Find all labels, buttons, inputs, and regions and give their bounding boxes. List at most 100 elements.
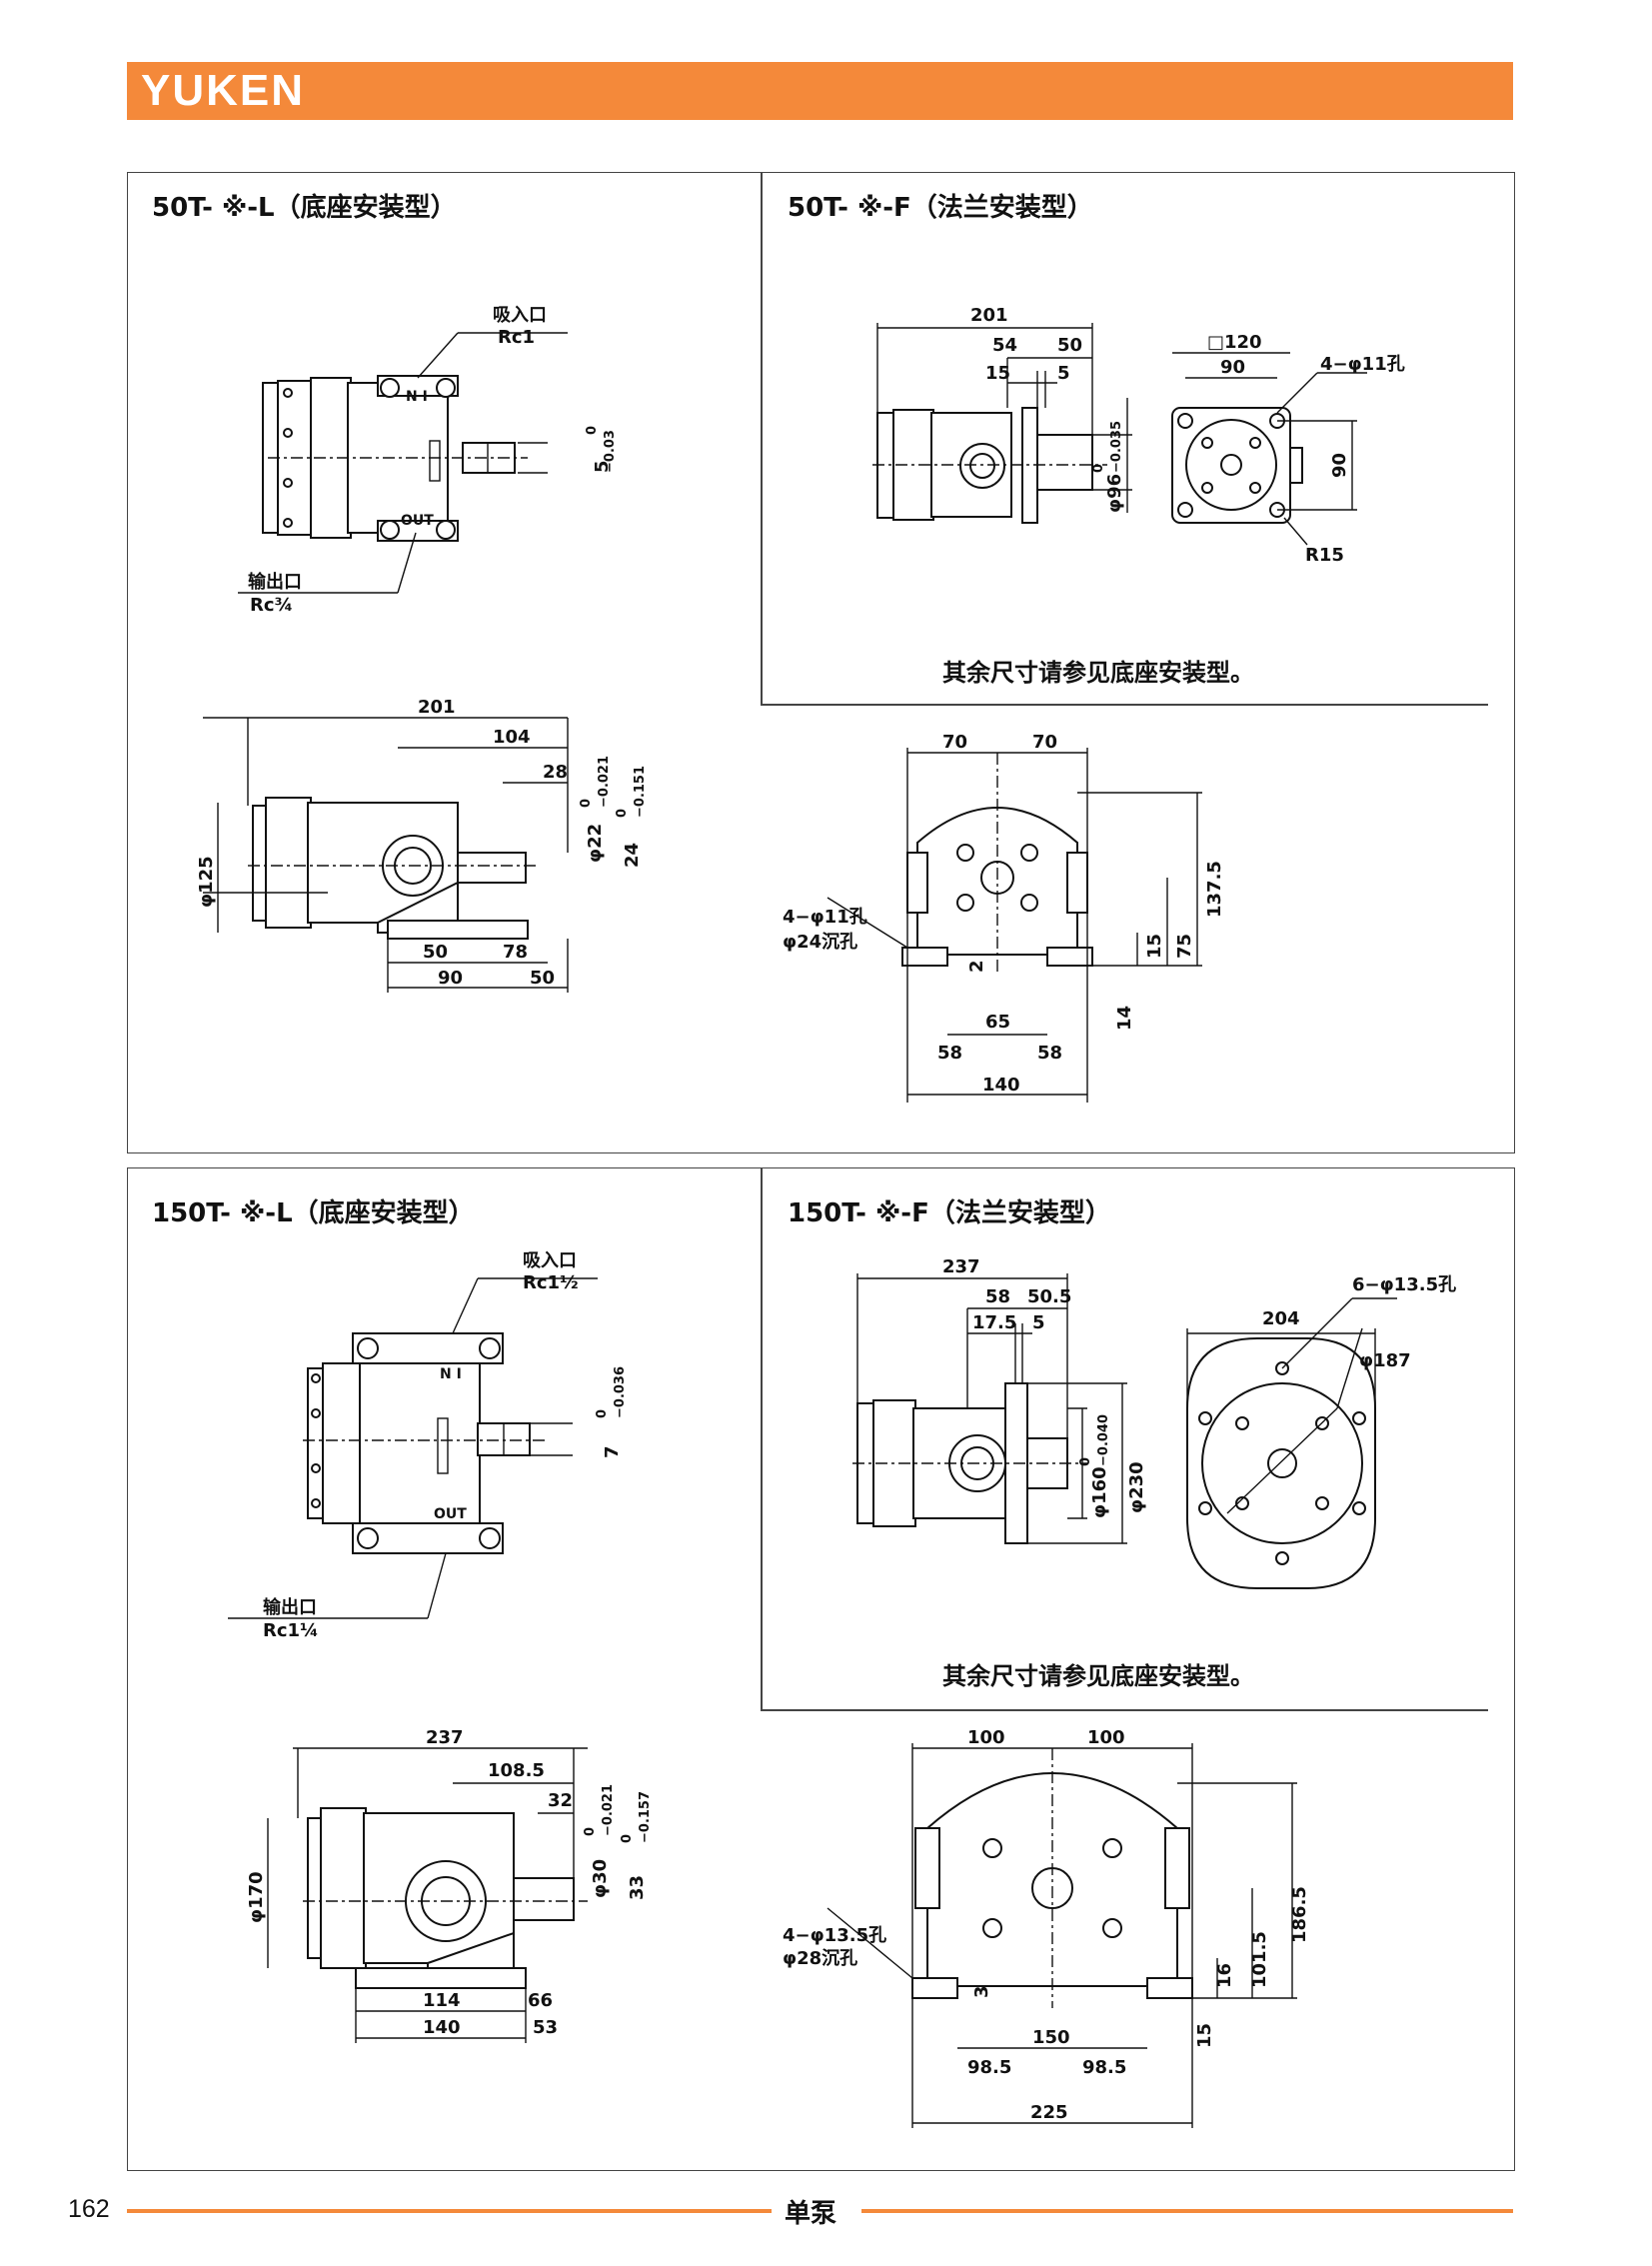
dim-58-a: 58: [937, 1043, 962, 1064]
pump-side-view-150t-l: [267, 1747, 588, 2043]
dim-phi187: φ187: [1359, 1350, 1411, 1371]
dim-237: 237: [942, 1256, 980, 1277]
pump-side-view-50t-f: [872, 323, 1132, 524]
page-number: 162: [68, 2195, 110, 2223]
dim-201: 201: [970, 305, 1008, 326]
outlet-port: Rc1¼: [263, 1620, 319, 1641]
dim-98-5-a: 98.5: [967, 2057, 1011, 2078]
dim-98-5-b: 98.5: [1082, 2057, 1126, 2078]
flange-holes: 4−φ11孔: [1320, 354, 1405, 375]
dim-phi170: φ170: [246, 1871, 267, 1923]
panel-50t: 50T- ※-L（底座安装型） 50T- ※-F（法兰安装型） 其余尺寸请参见底…: [127, 172, 1515, 1153]
dim-108-5: 108.5: [488, 1760, 545, 1781]
inlet-label: 吸入口: [523, 1250, 577, 1271]
out-mark: OUT: [401, 513, 434, 529]
dim-24: 24: [622, 843, 643, 868]
dim-100-b: 100: [1087, 1727, 1125, 1748]
phi30-tol-upper: 0: [583, 1827, 598, 1836]
dim-33: 33: [627, 1875, 648, 1900]
dim-phi230: φ230: [1126, 1461, 1147, 1513]
dim-15-v: 15: [1144, 934, 1165, 959]
drawing-150t: 吸入口 Rc1½ N I OUT 输出口 Rc1¼ 7 0 −0.036: [228, 1250, 1456, 2128]
dim-phi160: φ160: [1089, 1466, 1110, 1518]
dim-78: 78: [503, 942, 528, 963]
dim-28: 28: [543, 762, 568, 783]
dim-58: 58: [985, 1286, 1010, 1307]
footer-section-title: 单泵: [785, 2199, 837, 2229]
dim-58-b: 58: [1037, 1043, 1062, 1064]
dim-phi22: φ22: [585, 824, 606, 863]
dim-50-5: 50.5: [1027, 1286, 1071, 1307]
out-mark: OUT: [434, 1506, 467, 1522]
dim-201-b: 201: [418, 697, 456, 718]
base-counterbore: φ24沉孔: [783, 932, 857, 953]
dim-50-a: 50: [423, 942, 448, 963]
divider-vertical: [761, 173, 763, 705]
key-tol-lower: −0.03: [603, 430, 618, 473]
outlet-label: 输出口: [248, 571, 302, 593]
dim-90-h: 90: [1220, 357, 1245, 378]
title-50t-l: 50T- ※-L（底座安装型）: [152, 193, 457, 223]
phi30-tol-lower: −0.021: [601, 1784, 616, 1836]
base-holes: 4−φ13.5孔: [783, 1925, 886, 1946]
footer-rule-right: [861, 2209, 1513, 2213]
tol-lower: −0.040: [1096, 1414, 1111, 1466]
title-150t-f: 150T- ※-F（法兰安装型）: [788, 1198, 1111, 1228]
dim-r15: R15: [1305, 545, 1344, 566]
dim-5: 5: [1032, 1312, 1045, 1333]
key-width: 7: [602, 1445, 623, 1458]
key-width: 5: [592, 460, 613, 473]
flange-front-view-50t: [1171, 352, 1367, 546]
dim-14: 14: [1114, 1006, 1135, 1031]
dim-237-b: 237: [426, 1727, 464, 1748]
phi22-tol-upper: 0: [579, 799, 594, 808]
pump-front-view-50t-l: [826, 748, 1202, 1103]
dim-54: 54: [992, 335, 1017, 356]
pump-top-view-150t-l: [228, 1277, 598, 1619]
dim-140: 140: [982, 1075, 1020, 1096]
divider-horizontal: [761, 704, 1488, 706]
brand-header-bar: YUKEN: [127, 62, 1513, 120]
see-base-note: 其余尺寸请参见底座安装型。: [942, 1662, 1254, 1690]
dim-137-5: 137.5: [1204, 861, 1225, 918]
dim-114: 114: [423, 1990, 461, 2011]
dim-204: 204: [1262, 1308, 1300, 1329]
dim-15: 15: [985, 363, 1010, 384]
see-base-note: 其余尺寸请参见底座安装型。: [942, 659, 1254, 687]
dim-65: 65: [985, 1012, 1010, 1033]
dim-140: 140: [423, 2017, 461, 2038]
dim-16: 16: [1214, 1963, 1235, 1988]
base-holes: 4−φ11孔: [783, 907, 867, 928]
dim-phi125: φ125: [196, 856, 217, 908]
tol-upper: 0: [1091, 464, 1106, 473]
dim-150: 150: [1032, 2027, 1070, 2048]
dim-66: 66: [528, 1990, 553, 2011]
dim-90-v: 90: [1329, 453, 1350, 478]
dim-101-5: 101.5: [1249, 1931, 1270, 1988]
pump-top-view-50t-l: [238, 332, 568, 594]
dim-phi30: φ30: [590, 1859, 611, 1898]
dim-32: 32: [548, 1790, 573, 1811]
dim-5: 5: [1057, 363, 1070, 384]
dim-15: 15: [1194, 2023, 1215, 2048]
base-counterbore: φ28沉孔: [783, 1948, 857, 1969]
drawing-50t: 吸入口 Rc1 N I OUT 输出口 Rc¾ 5 0 −0.03 201 54…: [196, 305, 1405, 1103]
d33-tol-upper: 0: [620, 1834, 635, 1843]
dim-100-a: 100: [967, 1727, 1005, 1748]
outlet-label: 输出口: [263, 1596, 317, 1618]
tol-lower: −0.035: [1109, 421, 1124, 473]
divider-horizontal: [761, 1709, 1488, 1711]
d33-tol-lower: −0.157: [638, 1791, 653, 1843]
footer-rule-left: [127, 2209, 772, 2213]
flange-holes: 6−φ13.5孔: [1352, 1274, 1456, 1295]
dim-70-a: 70: [942, 732, 967, 753]
key-tol-upper: 0: [595, 1409, 610, 1418]
dim-104: 104: [493, 727, 531, 748]
pump-side-view-50t-l: [203, 717, 569, 993]
dim-53: 53: [533, 2017, 558, 2038]
inlet-label: 吸入口: [493, 305, 547, 326]
title-150t-l: 150T- ※-L（底座安装型）: [152, 1198, 475, 1228]
dim-phi96: φ96: [1104, 474, 1125, 513]
dim-3: 3: [971, 1985, 992, 1998]
outlet-port: Rc¾: [250, 595, 293, 616]
